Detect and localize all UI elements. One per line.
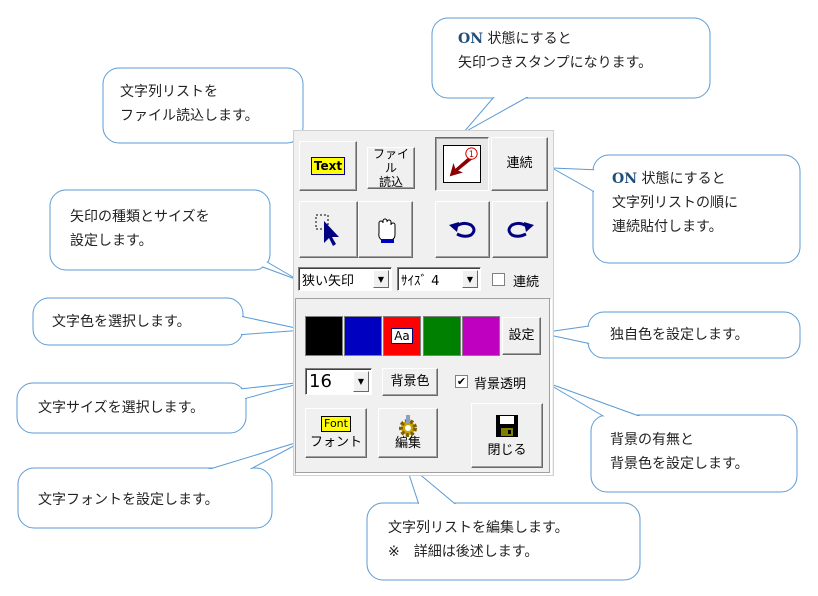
select-arrow-icon — [315, 214, 339, 246]
label: 設定 — [508, 328, 535, 343]
arrow-stamp-toggle[interactable]: 1 — [435, 137, 489, 191]
callout-bubble-file-load — [102, 67, 369, 161]
undo-button[interactable] — [435, 201, 490, 258]
callout-bubble-custom-color — [539, 311, 801, 359]
label: ファイル — [372, 147, 409, 175]
callout-bubble-text-color — [32, 297, 306, 346]
callout-font: 文字フォントを設定します。 — [38, 492, 219, 508]
callout-file-load: 文字列リストをファイル読込します。 — [120, 84, 259, 124]
continuous-checkbox[interactable] — [492, 273, 505, 286]
callout-custom-color: 独自色を設定します。 — [610, 327, 749, 343]
text-settings-group — [295, 298, 551, 474]
callout-edit: 文字列リストを編集します。※ 詳細は後述します。 — [388, 520, 569, 560]
select-tool-button[interactable] — [299, 201, 358, 258]
floppy-disk-icon — [496, 414, 518, 437]
arrow-type-select[interactable]: 狭い矢印 ▼ — [298, 267, 392, 291]
label: 読込 — [378, 175, 403, 189]
background-color-button[interactable]: 背景色 — [382, 368, 438, 396]
callout-bubble-background — [544, 381, 798, 493]
edit-button[interactable]: 編集 — [378, 408, 438, 458]
color-sample: Aa — [391, 328, 413, 344]
callout-background: 背景の有無と背景色を設定します。 — [610, 432, 749, 472]
undo-icon — [448, 221, 475, 238]
chevron-down-icon: ▼ — [462, 270, 478, 288]
callout-bubble-continuous — [551, 154, 801, 264]
text-icon: Text — [310, 157, 346, 175]
color-swatch-red-selected[interactable]: Aa — [383, 316, 421, 356]
callout-bubble-stamp — [431, 17, 711, 134]
color-swatch-blue[interactable] — [344, 316, 382, 356]
background-transparent-checkbox[interactable]: ✔ — [455, 375, 468, 388]
callout-arrow: 矢印の種類とサイズを設定します。 — [70, 209, 210, 249]
value: ｻｲｽﾞ 4 — [401, 273, 440, 289]
font-size-select[interactable]: 16 ▼ — [305, 368, 372, 395]
arrow-stamp-icon: 1 — [443, 145, 481, 183]
svg-text:1: 1 — [469, 150, 474, 160]
file-load-button[interactable]: ファイル読込 — [367, 147, 415, 189]
color-swatch-purple[interactable] — [462, 316, 500, 356]
arrow-size-select[interactable]: ｻｲｽﾞ 4 ▼ — [397, 267, 481, 291]
callout-text-color: 文字色を選択します。 — [52, 314, 191, 330]
continuous-button[interactable]: 連続 — [491, 137, 548, 191]
label: 連続 — [506, 156, 533, 171]
text-button[interactable]: Text — [299, 141, 357, 191]
callout-continuous: ON 状態にすると文字列リストの順に連続貼付します。 — [612, 171, 738, 235]
callout-bubble-font — [17, 439, 306, 529]
color-swatch-green[interactable] — [423, 316, 461, 356]
callout-text-size: 文字サイズを選択します。 — [38, 400, 205, 416]
redo-icon — [507, 221, 534, 238]
label: 背景色 — [390, 374, 430, 389]
font-button[interactable]: Font フォント — [305, 408, 367, 458]
background-transparent-label: 背景透明 — [474, 377, 527, 392]
callout-bubble-text-size — [16, 381, 306, 434]
color-swatch-black[interactable] — [305, 316, 343, 356]
chevron-down-icon: ▼ — [373, 270, 389, 288]
hand-tool-button[interactable] — [358, 201, 413, 258]
gear-icon — [399, 415, 417, 437]
chevron-down-icon: ▼ — [353, 371, 369, 392]
label: 編集 — [394, 436, 421, 451]
continuous-checkbox-label: 連続 — [513, 275, 540, 290]
redo-button[interactable] — [492, 201, 548, 258]
hand-icon — [377, 218, 395, 243]
callout-bubble-arrow — [49, 189, 299, 281]
label: フォント — [309, 435, 362, 450]
font-icon: Font — [321, 416, 351, 432]
callout-stamp: ON 状態にすると矢印つきスタンプになります。 — [458, 31, 653, 71]
custom-color-button[interactable]: 設定 — [502, 317, 541, 355]
close-button[interactable]: 閉じる — [471, 403, 543, 468]
label: 閉じる — [487, 442, 527, 458]
value: 16 — [309, 371, 332, 392]
value: 狭い矢印 — [302, 273, 355, 289]
